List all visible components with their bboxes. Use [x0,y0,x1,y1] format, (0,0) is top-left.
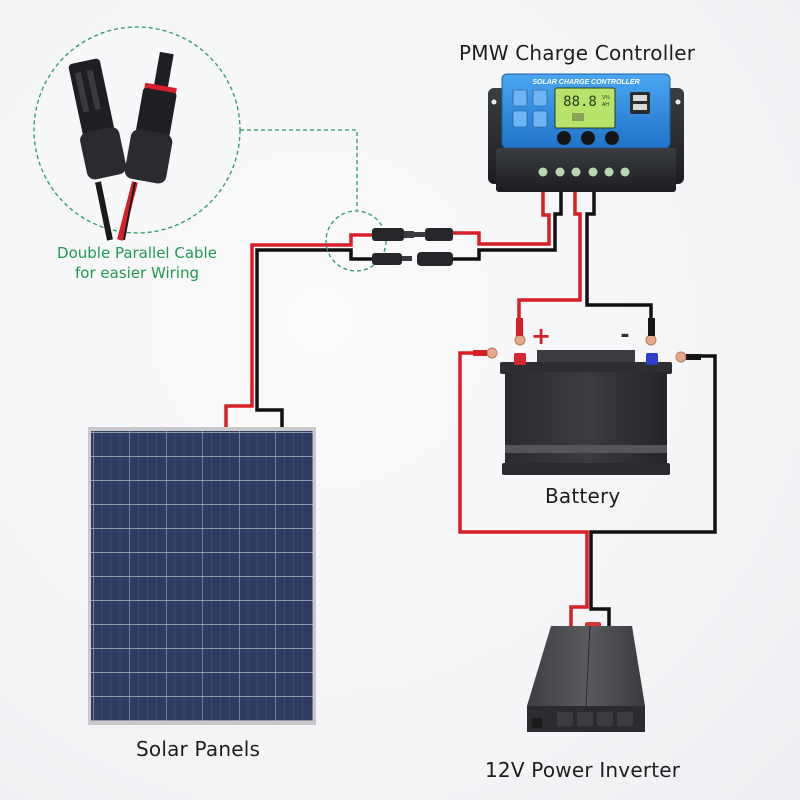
controller-terminals [538,167,630,177]
set-voltage-icon [532,89,548,107]
inverter-label: 12V Power Inverter [485,758,681,782]
solar-panels-label: Solar Panels [136,737,261,761]
battery-positive-terminal [514,353,526,365]
wire-negative-panel [255,248,372,427]
wire-positive-battery-inverter [458,351,589,626]
callout-line2: for easier Wiring [75,264,199,282]
battery-negative-terminal [646,353,658,365]
mc4-connector-bottom-right [417,252,453,266]
battery-negative-sign: - [620,323,629,348]
battery-positive-sign: + [531,322,551,350]
callout-text: Double Parallel Cable for easier Wiring [27,243,247,283]
mc4-connector-pair-icon [68,51,177,241]
wire-negative-controller-battery [585,188,653,320]
wires [224,188,717,626]
wire-negative-mc4-controller [452,188,563,261]
mc4-connector-top-right [425,228,453,241]
lcd-digits: 88.8 [563,94,597,110]
mc4-connector-bottom-left [372,253,402,265]
battery: + - [473,318,701,475]
lcd-units-bottom: AH [602,102,609,108]
controller-faceplate-text: SOLAR CHARGE CONTROLLER [532,79,639,86]
cable-callout [33,26,387,272]
controller-up-button[interactable] [581,131,595,145]
charge-controller: SOLAR CHARGE CONTROLLER 88.8 V% AH [488,73,684,192]
battery-label: Battery [545,484,621,508]
controller-title: PMW Charge Controller [459,41,696,65]
inverter [527,622,645,732]
mc4-inline-connectors [372,228,453,266]
lcd-units-top: V% [602,95,610,101]
lock-protect-icon [532,110,548,128]
wire-positive-controller-battery [517,188,582,318]
timer-icon [512,110,528,128]
wire-positive-panel [224,233,372,427]
mc4-connector-top-left [372,228,404,241]
callout-line1: Double Parallel Cable [57,244,217,262]
callout-leader-line [240,129,358,210]
controller-lcd [554,87,616,129]
wire-negative-battery-inverter [589,354,717,626]
solar-panel [88,427,316,725]
wire-positive-mc4-controller [452,188,551,246]
mcu-control-icon [512,89,528,107]
controller-down-button[interactable] [605,131,619,145]
controller-menu-button[interactable] [557,131,571,145]
